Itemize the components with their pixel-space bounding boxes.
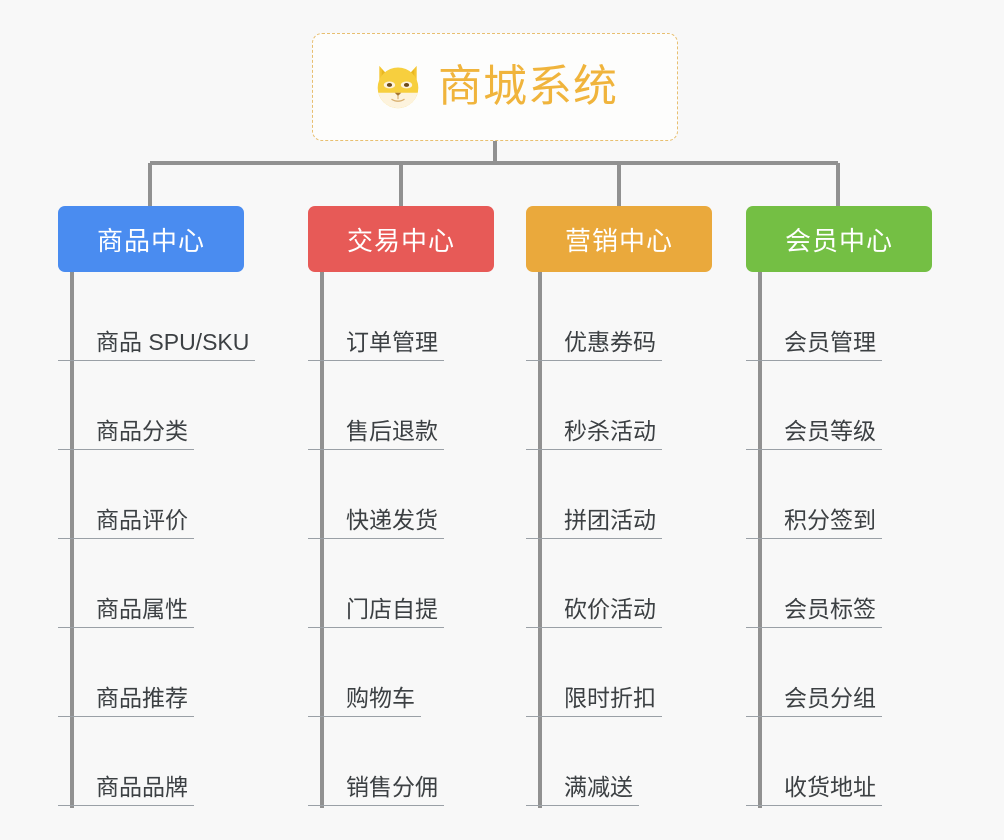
leaf-item[interactable]: 限时折扣 <box>526 628 712 717</box>
leaf-item[interactable]: 售后退款 <box>308 361 494 450</box>
leaf-item-underline <box>58 449 194 450</box>
leaf-item-underline <box>308 538 444 539</box>
leaf-item-underline <box>58 538 194 539</box>
leaf-item-underline <box>308 805 444 806</box>
category-box-1[interactable]: 交易中心 <box>308 206 494 272</box>
leaf-item-underline <box>746 538 882 539</box>
leaf-item-label: 商品评价 <box>96 506 188 533</box>
leaf-list: 商品 SPU/SKU 商品分类商品评价商品属性商品推荐商品品牌 <box>58 272 255 806</box>
root-title: 商城系统 <box>438 62 618 111</box>
leaf-item-label: 商品属性 <box>96 595 188 622</box>
leaf-item-underline <box>526 360 662 361</box>
leaf-item-label: 商品 SPU/SKU <box>96 328 250 355</box>
leaf-item[interactable]: 会员分组 <box>746 628 932 717</box>
category-title: 交易中心 <box>346 225 455 256</box>
branch-column-3: 会员中心会员管理会员等级积分签到会员标签会员分组收货地址 <box>746 206 932 806</box>
leaf-item[interactable]: 销售分佣 <box>308 717 494 806</box>
root-node[interactable]: 商城系统 <box>312 33 678 141</box>
leaf-list: 订单管理售后退款快递发货门店自提购物车销售分佣 <box>308 272 494 806</box>
leaf-item[interactable]: 会员标签 <box>746 539 932 628</box>
branch-column-2: 营销中心优惠券码秒杀活动拼团活动砍价活动限时折扣满减送 <box>526 206 712 806</box>
leaf-item-label: 门店自提 <box>346 595 438 622</box>
leaf-item[interactable]: 满减送 <box>526 717 712 806</box>
leaf-item-label: 收货地址 <box>784 773 876 800</box>
branch-column-1: 交易中心订单管理售后退款快递发货门店自提购物车销售分佣 <box>308 206 494 806</box>
leaf-item-label: 会员等级 <box>784 417 876 444</box>
leaf-item[interactable]: 商品 SPU/SKU <box>58 272 255 361</box>
leaf-item-underline <box>746 627 882 628</box>
leaf-list: 优惠券码秒杀活动拼团活动砍价活动限时折扣满减送 <box>526 272 712 806</box>
category-title: 营销中心 <box>564 225 673 256</box>
leaf-item[interactable]: 商品品牌 <box>58 717 244 806</box>
leaf-item-label: 快递发货 <box>346 506 438 533</box>
leaf-item[interactable]: 商品属性 <box>58 539 244 628</box>
branch-column-0: 商品中心商品 SPU/SKU 商品分类商品评价商品属性商品推荐商品品牌 <box>58 206 255 806</box>
leaf-item-underline <box>746 449 882 450</box>
category-box-0[interactable]: 商品中心 <box>58 206 244 272</box>
leaf-item[interactable]: 优惠券码 <box>526 272 712 361</box>
leaf-list: 会员管理会员等级积分签到会员标签会员分组收货地址 <box>746 272 932 806</box>
leaf-item[interactable]: 积分签到 <box>746 450 932 539</box>
leaf-item-label: 积分签到 <box>784 506 876 533</box>
leaf-item-label: 满减送 <box>564 773 633 800</box>
leaf-item-underline <box>308 360 444 361</box>
leaf-item-underline <box>308 627 444 628</box>
leaf-item[interactable]: 商品评价 <box>58 450 244 539</box>
leaf-item-underline <box>58 627 194 628</box>
leaf-item-label: 商品品牌 <box>96 773 188 800</box>
category-box-3[interactable]: 会员中心 <box>746 206 932 272</box>
leaf-item[interactable]: 收货地址 <box>746 717 932 806</box>
leaf-item[interactable]: 商品推荐 <box>58 628 244 717</box>
leaf-item[interactable]: 商品分类 <box>58 361 244 450</box>
leaf-item[interactable]: 订单管理 <box>308 272 494 361</box>
leaf-item-label: 拼团活动 <box>564 506 656 533</box>
leaf-item[interactable]: 门店自提 <box>308 539 494 628</box>
leaf-item-underline <box>526 627 662 628</box>
leaf-item[interactable]: 购物车 <box>308 628 494 717</box>
leaf-item-underline <box>746 805 882 806</box>
leaf-item-underline <box>526 538 662 539</box>
leaf-item-label: 会员管理 <box>784 328 876 355</box>
leaf-item-label: 会员标签 <box>784 595 876 622</box>
leaf-item[interactable]: 会员管理 <box>746 272 932 361</box>
leaf-item[interactable]: 秒杀活动 <box>526 361 712 450</box>
leaf-item-label: 限时折扣 <box>564 684 656 711</box>
category-title: 会员中心 <box>784 225 893 256</box>
leaf-item-underline <box>58 360 255 361</box>
leaf-item-underline <box>308 449 444 450</box>
leaf-item-label: 商品分类 <box>96 417 188 444</box>
leaf-item-label: 优惠券码 <box>564 328 656 355</box>
leaf-item[interactable]: 会员等级 <box>746 361 932 450</box>
category-box-2[interactable]: 营销中心 <box>526 206 712 272</box>
leaf-item-underline <box>526 449 662 450</box>
leaf-item-label: 会员分组 <box>784 684 876 711</box>
leaf-item[interactable]: 砍价活动 <box>526 539 712 628</box>
leaf-item[interactable]: 拼团活动 <box>526 450 712 539</box>
leaf-item-label: 砍价活动 <box>564 595 656 622</box>
leaf-item-label: 秒杀活动 <box>564 417 656 444</box>
leaf-item-label: 商品推荐 <box>96 684 188 711</box>
leaf-item-label: 售后退款 <box>346 417 438 444</box>
leaf-item-label: 销售分佣 <box>346 773 438 800</box>
leaf-item[interactable]: 快递发货 <box>308 450 494 539</box>
leaf-item-label: 购物车 <box>346 684 415 711</box>
leaf-item-underline <box>58 805 194 806</box>
shiba-dog-face-icon <box>377 65 419 110</box>
leaf-item-underline <box>308 716 421 717</box>
leaf-item-underline <box>746 716 882 717</box>
leaf-item-underline <box>746 360 882 361</box>
leaf-item-label: 订单管理 <box>346 328 438 355</box>
leaf-item-underline <box>526 716 662 717</box>
category-title: 商品中心 <box>96 225 205 256</box>
leaf-item-underline <box>58 716 194 717</box>
leaf-item-underline <box>526 805 639 806</box>
